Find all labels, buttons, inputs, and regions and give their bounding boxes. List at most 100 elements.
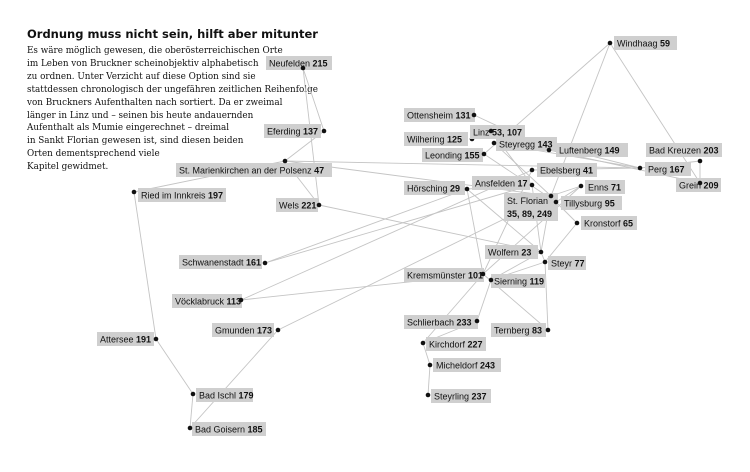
place-label: Wels 221 [279, 201, 316, 211]
connection-line [133, 191, 157, 340]
place-name: Gmunden [215, 326, 257, 336]
place-pages: 53, 107 [492, 128, 522, 138]
intro-line: Kapitel gewidmet. [27, 162, 109, 173]
place-dot [488, 277, 494, 283]
place-label-box [176, 163, 332, 177]
place-ottensheim: Ottensheim 131 [404, 108, 477, 122]
place-label-box [404, 315, 478, 329]
place-dot [607, 40, 613, 46]
place-name: Enns [588, 183, 611, 193]
place-pages: 29 [450, 184, 460, 194]
place-label-box [422, 148, 483, 162]
place-label: Wolfern 23 [488, 248, 531, 258]
connection-line [476, 279, 492, 322]
place-linz: Linz 53, 107 [470, 125, 525, 139]
place-label-box [97, 332, 154, 346]
connection-line [189, 393, 194, 429]
place-name: Ternberg [494, 326, 532, 336]
place-label: Leonding 155 [425, 151, 480, 161]
place-name: Grein [679, 181, 704, 191]
place-neufelden: Neufelden 215 [266, 56, 332, 71]
place-label-box [485, 245, 538, 259]
place-pages: 77 [575, 259, 585, 269]
place-label: Luftenberg 149 [559, 146, 620, 156]
connection-lines [133, 42, 701, 429]
connection-line [609, 42, 701, 184]
place-pages: 23 [521, 248, 531, 258]
place-dot [474, 318, 480, 324]
place-voecklabruck: Vöcklabruck 113 [172, 294, 244, 308]
place-pages: 119 [530, 277, 545, 287]
place-label-box [276, 198, 318, 212]
place-pages: 65 [623, 219, 633, 229]
place-name: Ried im Innkreis [141, 191, 208, 201]
place-label: Sierning 119 [494, 277, 544, 287]
place-dot [529, 167, 535, 173]
place-name: Wolfern [488, 248, 521, 258]
place-label: Ansfelden 17 [475, 179, 528, 189]
place-wels: Wels 221 [276, 198, 322, 212]
place-name: Eferding [267, 127, 303, 137]
place-label-box [581, 216, 637, 230]
place-hoersching: Hörsching 29 [404, 181, 470, 195]
place-dot [637, 165, 643, 171]
place-gmunden: Gmunden 173 [212, 323, 281, 337]
place-dot [321, 128, 327, 134]
place-label-box [645, 162, 691, 176]
place-pages: 143 [538, 140, 553, 150]
place-label: Steyregg 143 [499, 140, 553, 150]
place-label: Schlierbach 233 [407, 318, 472, 328]
place-pages: 167 [670, 165, 685, 175]
place-pages: 41 [583, 166, 593, 176]
place-dot [546, 147, 552, 153]
intro-line: zu ordnen. Unter Verzicht auf diese Opti… [27, 71, 256, 82]
page-title: Ordnung muss nicht sein, hilft aber mitu… [27, 27, 318, 41]
place-dot [153, 336, 159, 342]
place-micheldorf: Micheldorf 243 [427, 358, 501, 372]
place-pages: 243 [480, 361, 495, 371]
place-pages: 221 [301, 201, 316, 211]
place-dot [471, 112, 477, 118]
place-pages: 17 [518, 179, 528, 189]
intro-line: Orten dementsprechend viele [27, 149, 160, 160]
place-dot [529, 182, 535, 188]
place-pages: 233 [457, 318, 472, 328]
place-steyregg: Steyregg 143 [491, 137, 557, 151]
place-pages: 149 [605, 146, 620, 156]
intro-line: im Leben von Bruckner scheinobjektiv alp… [27, 58, 259, 69]
connection-line [544, 261, 549, 331]
place-name: Ottensheim [407, 111, 456, 121]
place-label-box [504, 193, 558, 221]
place-pages: 155 [465, 151, 480, 161]
place-pages: 227 [468, 340, 483, 350]
place-label: Neufelden 215 [269, 59, 328, 69]
place-name: Ansfelden [475, 179, 518, 189]
place-name: Steyr [551, 259, 575, 269]
intro-line: Es wäre möglich gewesen, die oberösterre… [27, 46, 283, 56]
place-name: Perg [648, 165, 670, 175]
place-label: Micheldorf 243 [436, 361, 495, 371]
place-label: Kremsmünster 101 [407, 271, 483, 281]
place-dot [481, 151, 487, 157]
connection-line [544, 222, 578, 263]
place-pages: 59 [660, 39, 670, 49]
place-dot [697, 180, 703, 186]
place-pages: 113 [227, 297, 242, 307]
place-tillysburg: Tillysburg 95 [553, 196, 622, 210]
place-name: Bad Kreuzen [649, 146, 704, 156]
connection-line [427, 364, 431, 396]
place-name: Steyregg [499, 140, 538, 150]
place-dot [538, 249, 544, 255]
place-label: Windhaag 59 [617, 39, 670, 49]
place-wilhering: Wilhering 125 [404, 132, 475, 146]
place-dot [553, 199, 559, 205]
place-label: Kronstorf 65 [584, 219, 633, 229]
place-label-box [472, 176, 530, 190]
place-name: Neufelden [269, 59, 313, 69]
intro-text: Es wäre möglich gewesen, die oberösterre… [27, 45, 318, 174]
place-pages: 191 [136, 335, 151, 345]
place-dot [427, 362, 433, 368]
place-name: Wels [279, 201, 301, 211]
place-steyr: Steyr 77 [542, 256, 586, 270]
